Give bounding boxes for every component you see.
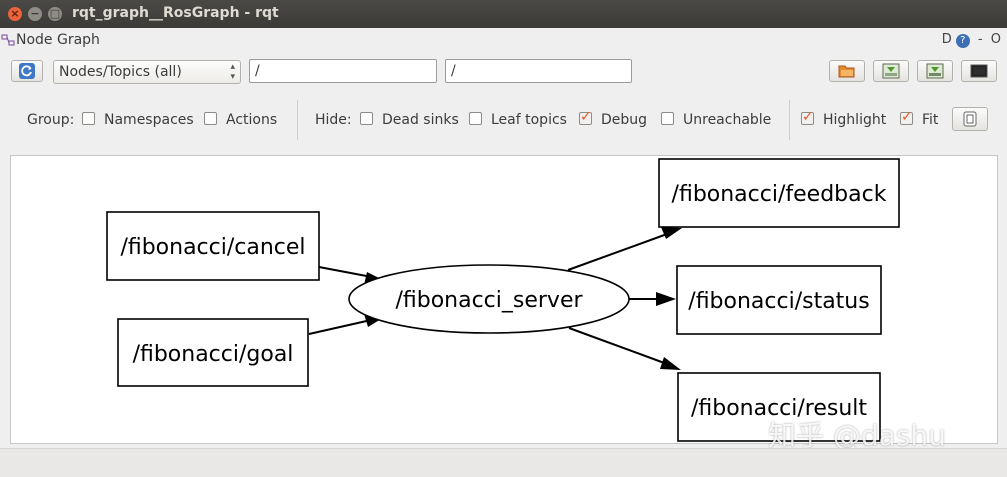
screenshot-button[interactable]	[961, 60, 997, 82]
dead-sinks-label: Dead sinks	[382, 112, 459, 128]
options-row: Group: Namespaces Actions Hide: Dead sin…	[0, 100, 1007, 140]
edge-arrowhead	[656, 292, 676, 306]
window-title: rqt_graph__RosGraph - rqt	[72, 5, 279, 21]
topic-node-goal[interactable]	[117, 318, 309, 387]
topic-node-status[interactable]	[676, 265, 882, 335]
graph-canvas[interactable]: /fibonacci/cancel /fibonacci/goal /fibon…	[10, 155, 998, 444]
save-image-button[interactable]	[917, 60, 953, 82]
graph-type-select[interactable]: Nodes/Topics (all) ▴▾	[53, 60, 241, 84]
leaf-topics-label: Leaf topics	[491, 112, 567, 128]
edge-server-feedback	[567, 233, 668, 271]
namespaces-checkbox[interactable]	[82, 112, 95, 125]
save-image-icon	[926, 63, 944, 79]
highlight-checkbox[interactable]	[801, 109, 814, 125]
hide-label: Hide:	[315, 112, 352, 128]
refresh-button[interactable]	[11, 60, 43, 82]
topic-node-cancel[interactable]	[106, 211, 320, 281]
topic-node-result-label: /fibonacci/result	[691, 396, 867, 421]
plugin-header: Node Graph D? - O	[0, 30, 1007, 52]
minimize-window-icon[interactable]: −	[28, 7, 42, 21]
edge-arrowhead	[661, 227, 682, 239]
save-dot-icon	[882, 63, 900, 79]
close-window-icon[interactable]: ×	[8, 7, 22, 21]
separator	[789, 100, 790, 140]
window-titlebar: × − □ rqt_graph__RosGraph - rqt	[0, 0, 1007, 28]
edge-goal-server	[308, 319, 372, 335]
fit-view-button[interactable]	[952, 107, 988, 131]
dead-sinks-checkbox[interactable]	[360, 112, 373, 125]
graph-type-selected: Nodes/Topics (all)	[59, 64, 182, 80]
unreachable-label: Unreachable	[683, 112, 772, 128]
load-dot-button[interactable]	[829, 60, 865, 82]
topic-node-cancel-label: /fibonacci/cancel	[120, 235, 305, 260]
topic-node-status-label: /fibonacci/status	[688, 289, 869, 314]
topic-node-result[interactable]	[677, 372, 881, 442]
status-bar	[0, 448, 1007, 477]
minimize-plugin-button[interactable]: -	[977, 32, 983, 47]
updown-arrows-icon: ▴▾	[230, 62, 235, 82]
folder-open-icon	[838, 65, 855, 78]
debug-checkbox[interactable]	[579, 109, 592, 125]
topic-node-feedback-label: /fibonacci/feedback	[672, 182, 887, 207]
node-fibonacci-server-label: /fibonacci_server	[395, 288, 583, 313]
group-label: Group:	[27, 112, 75, 128]
node-graph-plugin-icon	[1, 33, 15, 47]
highlight-label: Highlight	[823, 112, 887, 128]
save-dot-button[interactable]	[873, 60, 909, 82]
node-fibonacci-server[interactable]	[348, 264, 630, 334]
separator	[297, 100, 298, 140]
plugin-controls: D? - O	[938, 32, 1001, 48]
namespace-filter-input[interactable]	[249, 59, 437, 83]
actions-label: Actions	[226, 112, 278, 128]
leaf-topics-checkbox[interactable]	[469, 112, 482, 125]
namespaces-label: Namespaces	[104, 112, 194, 128]
edge-arrowhead	[660, 357, 681, 370]
actions-checkbox[interactable]	[204, 112, 217, 125]
maximize-window-icon[interactable]: □	[48, 7, 62, 21]
refresh-icon	[19, 63, 35, 79]
topic-node-feedback[interactable]	[658, 158, 900, 228]
fit-label: Fit	[922, 112, 939, 128]
plugin-title: Node Graph	[16, 32, 100, 48]
dock-d-button[interactable]: D	[941, 32, 952, 47]
edge-server-result	[568, 327, 668, 365]
topic-filter-input[interactable]	[445, 59, 632, 83]
edge-arrowhead	[364, 314, 381, 327]
watermark: 知乎 @dashu	[768, 419, 946, 452]
fit-checkbox[interactable]	[900, 109, 913, 125]
close-plugin-button[interactable]: O	[990, 32, 1001, 47]
unreachable-checkbox[interactable]	[661, 112, 674, 125]
fit-view-icon	[963, 111, 977, 127]
ros-graph: /fibonacci/cancel /fibonacci/goal /fibon…	[106, 158, 900, 442]
help-icon[interactable]: ?	[955, 34, 970, 48]
screenshot-icon	[970, 64, 988, 78]
topic-node-goal-label: /fibonacci/goal	[133, 342, 294, 367]
debug-label: Debug	[601, 112, 648, 128]
